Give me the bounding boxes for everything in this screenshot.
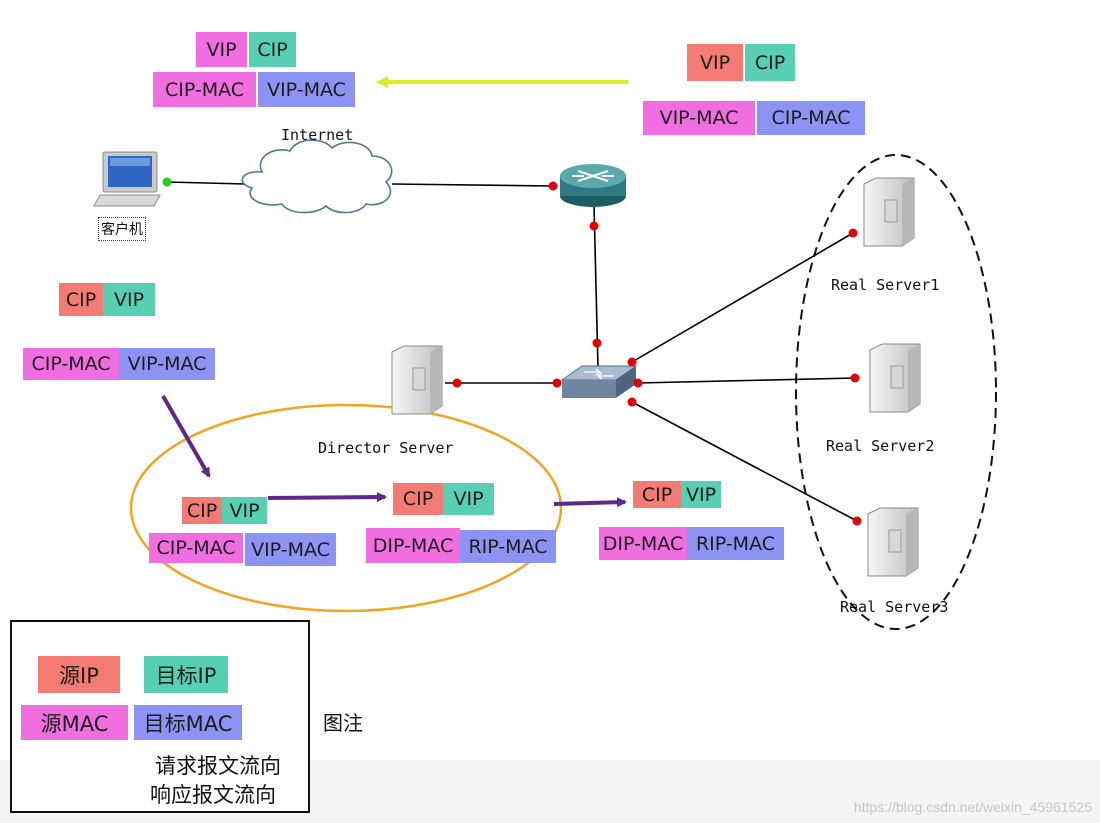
src-ip-tag: CIP xyxy=(59,283,103,316)
src-mac-tag: CIP-MAC xyxy=(23,348,119,380)
link-switch-rs2 xyxy=(637,377,856,384)
client-port-dot xyxy=(162,177,172,187)
internet-label: Internet xyxy=(281,126,354,144)
real-server-group xyxy=(795,154,997,630)
dst-mac-tag: VIP-MAC xyxy=(245,533,336,566)
src-ip-tag: VIP xyxy=(196,32,247,67)
src-mac-tag: CIP-MAC xyxy=(149,533,243,563)
port-dot xyxy=(592,338,602,348)
link-switch-rs3 xyxy=(631,401,858,522)
cloud-icon xyxy=(241,139,393,214)
dst-mac-tag: RIP-MAC xyxy=(687,527,784,560)
director-highlight xyxy=(129,403,563,613)
legend-src-ip-swatch: 源IP xyxy=(38,656,120,693)
real-server2-icon xyxy=(869,343,921,413)
link-switch-rs1 xyxy=(631,232,854,363)
dst-ip-tag: CIP xyxy=(745,44,795,81)
src-ip-tag: CIP xyxy=(182,497,222,524)
router-icon xyxy=(560,164,626,207)
legend-src-mac-swatch: 源MAC xyxy=(21,705,128,740)
dst-mac-tag: CIP-MAC xyxy=(757,101,865,135)
port-dot xyxy=(852,516,862,526)
real-server2-label: Real Server2 xyxy=(826,437,935,455)
legend-response-label: 响应报文流向 xyxy=(150,783,276,807)
src-mac-tag: DIP-MAC xyxy=(366,528,460,563)
port-dot xyxy=(452,378,462,388)
src-mac-tag: VIP-MAC xyxy=(643,101,755,135)
real-server3-label: Real Server3 xyxy=(840,598,949,616)
port-dots xyxy=(452,181,862,526)
switch-icon xyxy=(560,365,638,398)
legend-dst-ip-swatch: 目标IP xyxy=(144,656,228,693)
legend-request-label: 请求报文流向 xyxy=(155,754,281,778)
port-dot xyxy=(848,228,858,238)
port-dot xyxy=(627,357,637,367)
src-ip-tag: CIP xyxy=(633,481,681,508)
src-mac-tag: DIP-MAC xyxy=(599,527,687,560)
desktop-computer-icon xyxy=(93,151,161,207)
src-ip-tag: CIP xyxy=(393,483,443,515)
dst-mac-tag: VIP-MAC xyxy=(119,348,215,380)
src-ip-tag: VIP xyxy=(687,44,743,81)
link-client-cloud xyxy=(166,181,246,185)
src-mac-tag: CIP-MAC xyxy=(153,72,256,107)
port-dot xyxy=(548,181,558,191)
real-server1-label: Real Server1 xyxy=(831,276,940,294)
dst-mac-tag: RIP-MAC xyxy=(460,530,556,563)
dst-ip-tag: VIP xyxy=(681,481,721,508)
director-server-icon xyxy=(391,345,443,415)
legend-caption: 图注 xyxy=(323,711,363,735)
dst-ip-tag: VIP xyxy=(222,497,267,524)
network-links xyxy=(166,181,858,522)
dst-ip-tag: VIP xyxy=(443,483,494,515)
dst-ip-tag: VIP xyxy=(103,283,155,316)
client-label: 客户机 xyxy=(98,217,146,241)
port-dot xyxy=(589,221,599,231)
real-server1-icon xyxy=(863,177,915,247)
director-label: Director Server xyxy=(318,439,454,457)
port-dot xyxy=(850,373,860,383)
server-tower-icon xyxy=(391,177,921,577)
watermark: https://blog.csdn.net/weixin_45961525 xyxy=(853,799,1092,815)
port-dot xyxy=(627,397,637,407)
real-server3-icon xyxy=(867,507,919,577)
port-dot xyxy=(633,378,643,388)
request-arrow-3 xyxy=(553,497,627,508)
request-arrow-1 xyxy=(161,395,211,478)
dst-ip-tag: CIP xyxy=(249,32,296,67)
dst-mac-tag: VIP-MAC xyxy=(258,72,355,107)
request-arrow-2 xyxy=(267,492,387,503)
legend-dst-mac-swatch: 目标MAC xyxy=(134,705,242,740)
port-dot xyxy=(552,378,562,388)
link-cloud-router xyxy=(391,183,554,187)
